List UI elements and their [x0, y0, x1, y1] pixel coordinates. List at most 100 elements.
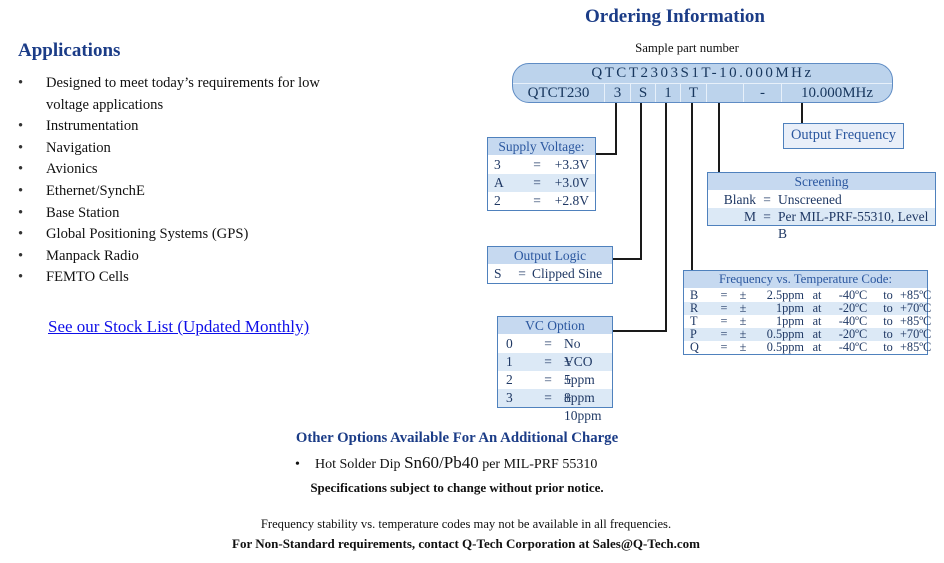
list-item-text: Navigation — [46, 139, 111, 156]
list-item: •Instrumentation — [18, 116, 350, 138]
equals: = — [763, 209, 771, 224]
code: 2 — [494, 193, 501, 208]
temp-to: +70ºC — [900, 327, 932, 341]
code: A — [494, 175, 504, 190]
stock-list-link-wrap: See our Stock List (Updated Monthly) — [48, 317, 309, 337]
code: Blank — [723, 192, 756, 207]
equals: = — [720, 314, 728, 328]
bullet-icon: • — [18, 75, 24, 91]
equals: = — [763, 192, 771, 207]
value: Unscreened — [778, 192, 842, 207]
code: M — [743, 209, 756, 224]
bullet-icon: • — [18, 204, 24, 221]
value: Per MIL-PRF-55310, Level B — [778, 209, 929, 241]
applications-heading: Applications — [18, 40, 121, 61]
connector-screening — [718, 103, 720, 173]
equals: = — [720, 340, 728, 354]
part-cell-output-logic: S — [630, 84, 655, 102]
list-item-text: Manpack Radio — [46, 247, 139, 264]
bullet-icon: • — [295, 457, 300, 472]
table-header: Frequency vs. Temperature Code: — [684, 271, 927, 289]
specifications-note: Specifications subject to change without… — [310, 480, 604, 495]
list-item-text: Designed to meet today’s requirements fo… — [46, 75, 320, 113]
at-word: at — [812, 288, 822, 302]
table-header: Supply Voltage: — [488, 138, 595, 156]
item-text-prefix: Hot Solder Dip — [315, 457, 405, 472]
list-item: •Avionics — [18, 159, 350, 181]
connector-output-logic — [640, 103, 642, 260]
ppm-value: 0.5ppm — [766, 340, 804, 354]
bullet-icon: • — [18, 118, 24, 135]
connector-output-logic-elbow — [613, 258, 642, 260]
equals: = — [533, 193, 541, 208]
connector-supply-voltage-elbow — [595, 153, 617, 155]
part-cell-supply-voltage: 3 — [604, 84, 630, 102]
list-item: • Designed to meet today’s requirements f… — [18, 73, 350, 116]
ordering-information-heading: Ordering Information — [585, 6, 765, 27]
plus-minus: ± — [739, 301, 747, 315]
bullet-icon: • — [18, 269, 24, 286]
code: 0 — [506, 336, 513, 351]
code: B — [690, 288, 699, 302]
bullet-icon: • — [18, 226, 24, 243]
bullet-icon: • — [18, 139, 24, 156]
table-row: Blank = Unscreened — [708, 191, 935, 208]
part-cell-base: QTCT230 — [527, 85, 590, 101]
equals: = — [533, 175, 541, 190]
other-options-section: Other Options Available For An Additiona… — [200, 430, 714, 496]
ppm-value: 2.5ppm — [766, 288, 804, 302]
table-row: S=Clipped Sine — [488, 265, 612, 283]
connector-vc-option — [665, 103, 667, 332]
temp-to: +85ºC — [900, 288, 932, 302]
list-item-text: Avionics — [46, 161, 98, 178]
part-number-full: QTCT2303S1T-10.000MHz — [513, 64, 892, 84]
sample-part-number-label: Sample part number — [635, 41, 739, 55]
list-item-text: Base Station — [46, 204, 120, 221]
list-item: • Ethernet/SynchE — [18, 181, 350, 203]
at-word: at — [812, 314, 822, 328]
value: Clipped Sine — [532, 266, 603, 281]
code: 1 — [506, 354, 513, 369]
table-header: VC Option — [498, 317, 612, 335]
value: +2.8V — [554, 193, 589, 208]
to-word: to — [883, 340, 893, 354]
code: R — [690, 301, 699, 315]
ppm-value: 0.5ppm — [766, 327, 804, 341]
to-word: to — [883, 314, 893, 328]
temp-from: -20ºC — [838, 301, 868, 315]
item-text-suffix: per MIL-PRF 55310 — [478, 457, 598, 472]
part-cell-vc-option: 1 — [655, 84, 680, 102]
code: 2 — [506, 372, 513, 387]
part-cell-dash: - — [743, 84, 781, 102]
footer-availability-note: Frequency stability vs. temperature code… — [260, 517, 672, 531]
stock-list-link[interactable]: See our Stock List (Updated Monthly) — [48, 317, 310, 336]
code: P — [690, 327, 697, 341]
list-item-text: Ethernet/SynchE — [46, 182, 145, 199]
to-word: to — [883, 301, 893, 315]
bullet-icon: • — [18, 247, 24, 264]
equals: = — [544, 390, 552, 405]
temp-from: -20ºC — [838, 327, 868, 341]
equals: = — [720, 301, 728, 315]
code: 3 — [506, 390, 513, 405]
to-word: to — [883, 288, 893, 302]
connector-output-frequency — [801, 103, 803, 124]
table-row: 3=± 10ppm — [498, 389, 612, 423]
code: Q — [690, 340, 699, 354]
at-word: at — [812, 327, 822, 341]
part-cell-screening — [706, 84, 743, 102]
equals: = — [544, 372, 552, 387]
equals: = — [544, 354, 552, 369]
equals: = — [720, 288, 728, 302]
plus-minus: ± — [739, 327, 747, 341]
equals: = — [544, 336, 552, 351]
list-item: •Global Positioning Systems (GPS) — [18, 224, 350, 246]
bullet-icon: • — [18, 182, 24, 199]
temp-from: -40ºC — [838, 314, 868, 328]
supply-voltage-table: Supply Voltage: 3=+3.3V A=+3.0V 2=+2.8V — [487, 137, 596, 211]
list-item: • Manpack Radio — [18, 246, 350, 268]
